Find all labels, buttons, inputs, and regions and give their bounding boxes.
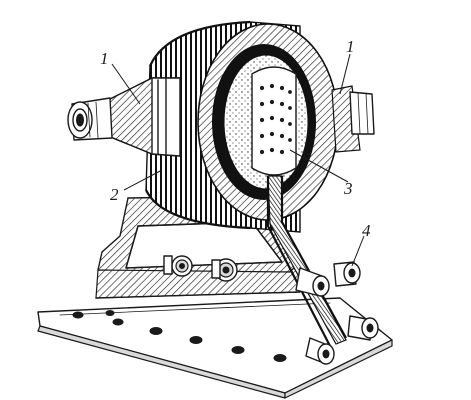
callout-2: 2 [110,185,119,204]
base-plate [37,297,393,399]
terminal-left [163,255,193,277]
left-nozzle [67,97,113,141]
terminal-right [211,258,238,282]
connector-nut [333,261,361,287]
mounting-hole [72,310,287,362]
connector-nut [347,315,379,341]
connector-nut [305,337,335,365]
callout-4: 4 [362,221,371,240]
right-nozzle [331,85,375,153]
lead-conductors [266,175,347,347]
connector-nut [295,267,330,297]
leader-lines [111,53,365,267]
callout-3: 3 [343,179,353,198]
callout-1-left: 1 [100,49,109,68]
inner-cylinder [251,66,297,176]
inner-cylinder-dots [259,83,292,155]
left-cone-bushing [107,77,181,157]
callout-1-right: 1 [346,37,355,56]
